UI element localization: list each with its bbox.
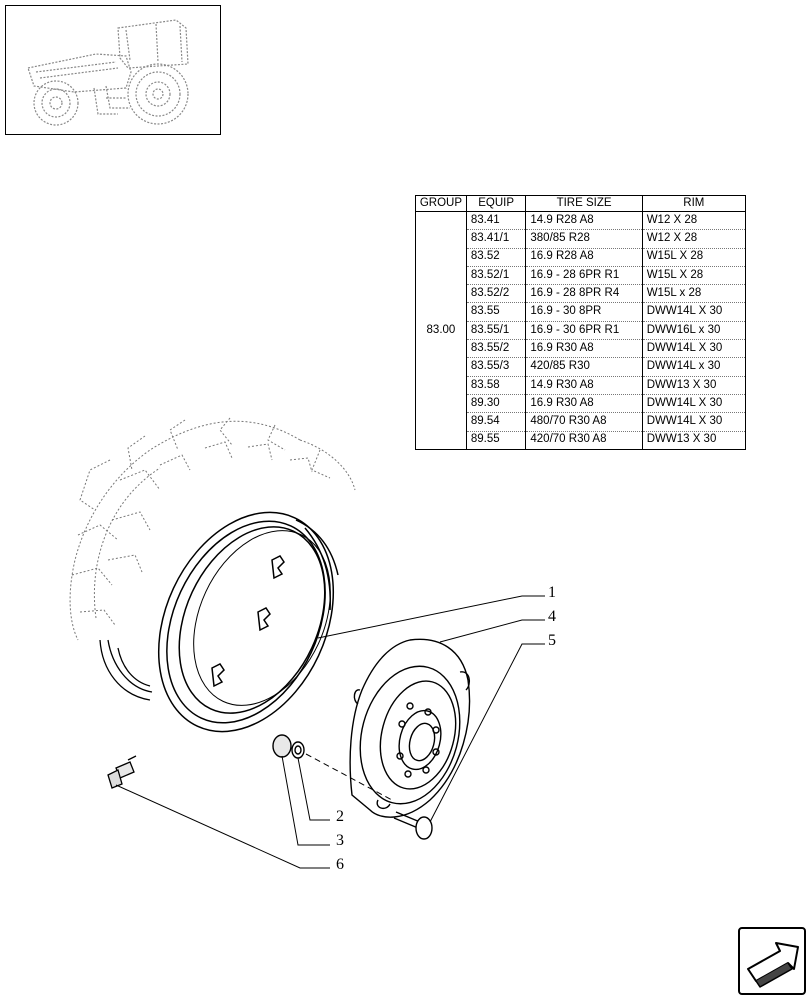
rim-cell: DWW13 X 30 bbox=[642, 431, 747, 450]
tire-size-cell: 420/85 R30 bbox=[525, 357, 643, 377]
rim-cell: DWW14L X 30 bbox=[642, 394, 747, 414]
rim bbox=[157, 511, 339, 733]
wheel-centre-disc bbox=[349, 638, 471, 818]
tire-size-cell: 380/85 R28 bbox=[525, 229, 643, 249]
callout-2: 2 bbox=[336, 808, 344, 825]
rim-cell: W12 X 28 bbox=[642, 229, 747, 249]
tire-size-cell: 14.9 R28 A8 bbox=[525, 211, 643, 231]
header-group: GROUP bbox=[415, 195, 467, 212]
rim-cell: DWW14L x 30 bbox=[642, 357, 747, 377]
rim-cell: W15L X 28 bbox=[642, 266, 747, 286]
equip-cell: 83.55 bbox=[466, 302, 527, 322]
equip-cell: 83.52/2 bbox=[466, 284, 527, 304]
tire-size-cell: 16.9 R30 A8 bbox=[525, 339, 643, 359]
tire-valve bbox=[107, 755, 137, 789]
leader-lines bbox=[115, 595, 545, 869]
rim-cell: W15L X 28 bbox=[642, 248, 747, 267]
wheel-bolt bbox=[393, 811, 433, 840]
table-header-row: GROUP EQUIP TIRE SIZE RIM bbox=[415, 195, 747, 212]
tractor-thumbnail-icon bbox=[27, 19, 189, 126]
tire-size-cell: 14.9 R30 A8 bbox=[525, 376, 643, 395]
equip-cell: 83.55/3 bbox=[466, 357, 527, 377]
tire-size-cell: 16.9 - 30 8PR bbox=[525, 302, 643, 322]
next-page-arrow-icon bbox=[747, 942, 799, 988]
equip-cell: 89.55 bbox=[466, 431, 527, 450]
equip-cell: 83.52/1 bbox=[466, 266, 527, 286]
equip-cell: 83.55/2 bbox=[466, 339, 527, 359]
callout-6: 6 bbox=[336, 856, 344, 873]
tire-size-cell: 16.9 R28 A8 bbox=[525, 248, 643, 267]
header-rim: RIM bbox=[642, 195, 747, 212]
tire-size-cell: 16.9 - 30 6PR R1 bbox=[525, 321, 643, 341]
callout-1: 1 bbox=[548, 584, 556, 601]
group-cell: 83.00 bbox=[415, 211, 467, 450]
header-tire-size: TIRE SIZE bbox=[525, 195, 643, 212]
callout-3: 3 bbox=[336, 832, 344, 849]
tire-size-cell: 16.9 - 28 6PR R1 bbox=[525, 266, 643, 286]
nut-and-washer bbox=[272, 734, 393, 801]
rim-cell: W15L x 28 bbox=[642, 284, 747, 304]
callout-5: 5 bbox=[548, 632, 556, 649]
rim-cell: DWW14L X 30 bbox=[642, 339, 747, 359]
tire-sidewall bbox=[99, 639, 153, 701]
tire-size-cell: 16.9 R30 A8 bbox=[525, 394, 643, 414]
tire-outline bbox=[69, 417, 356, 641]
tire-size-cell: 420/70 R30 A8 bbox=[525, 431, 643, 450]
rim-cell: DWW13 X 30 bbox=[642, 376, 747, 395]
equip-cell: 83.41/1 bbox=[466, 229, 527, 249]
equip-cell: 83.41 bbox=[466, 211, 527, 231]
rim-cell: W12 X 28 bbox=[642, 211, 747, 231]
rim-cell: DWW14L X 30 bbox=[642, 412, 747, 432]
tire-size-cell: 16.9 - 28 8PR R4 bbox=[525, 284, 643, 304]
equip-cell: 89.30 bbox=[466, 394, 527, 414]
next-page-button[interactable] bbox=[738, 927, 806, 995]
header-equip: EQUIP bbox=[466, 195, 527, 212]
equip-cell: 83.55/1 bbox=[466, 321, 527, 341]
tractor-thumbnail bbox=[5, 5, 221, 135]
equip-cell: 83.58 bbox=[466, 376, 527, 395]
tire-size-cell: 480/70 R30 A8 bbox=[525, 412, 643, 432]
rim-cell: DWW16L x 30 bbox=[642, 321, 747, 341]
callout-4: 4 bbox=[548, 608, 556, 625]
equip-cell: 83.52 bbox=[466, 248, 527, 267]
rim-cell: DWW14L X 30 bbox=[642, 302, 747, 322]
equip-cell: 89.54 bbox=[466, 412, 527, 432]
